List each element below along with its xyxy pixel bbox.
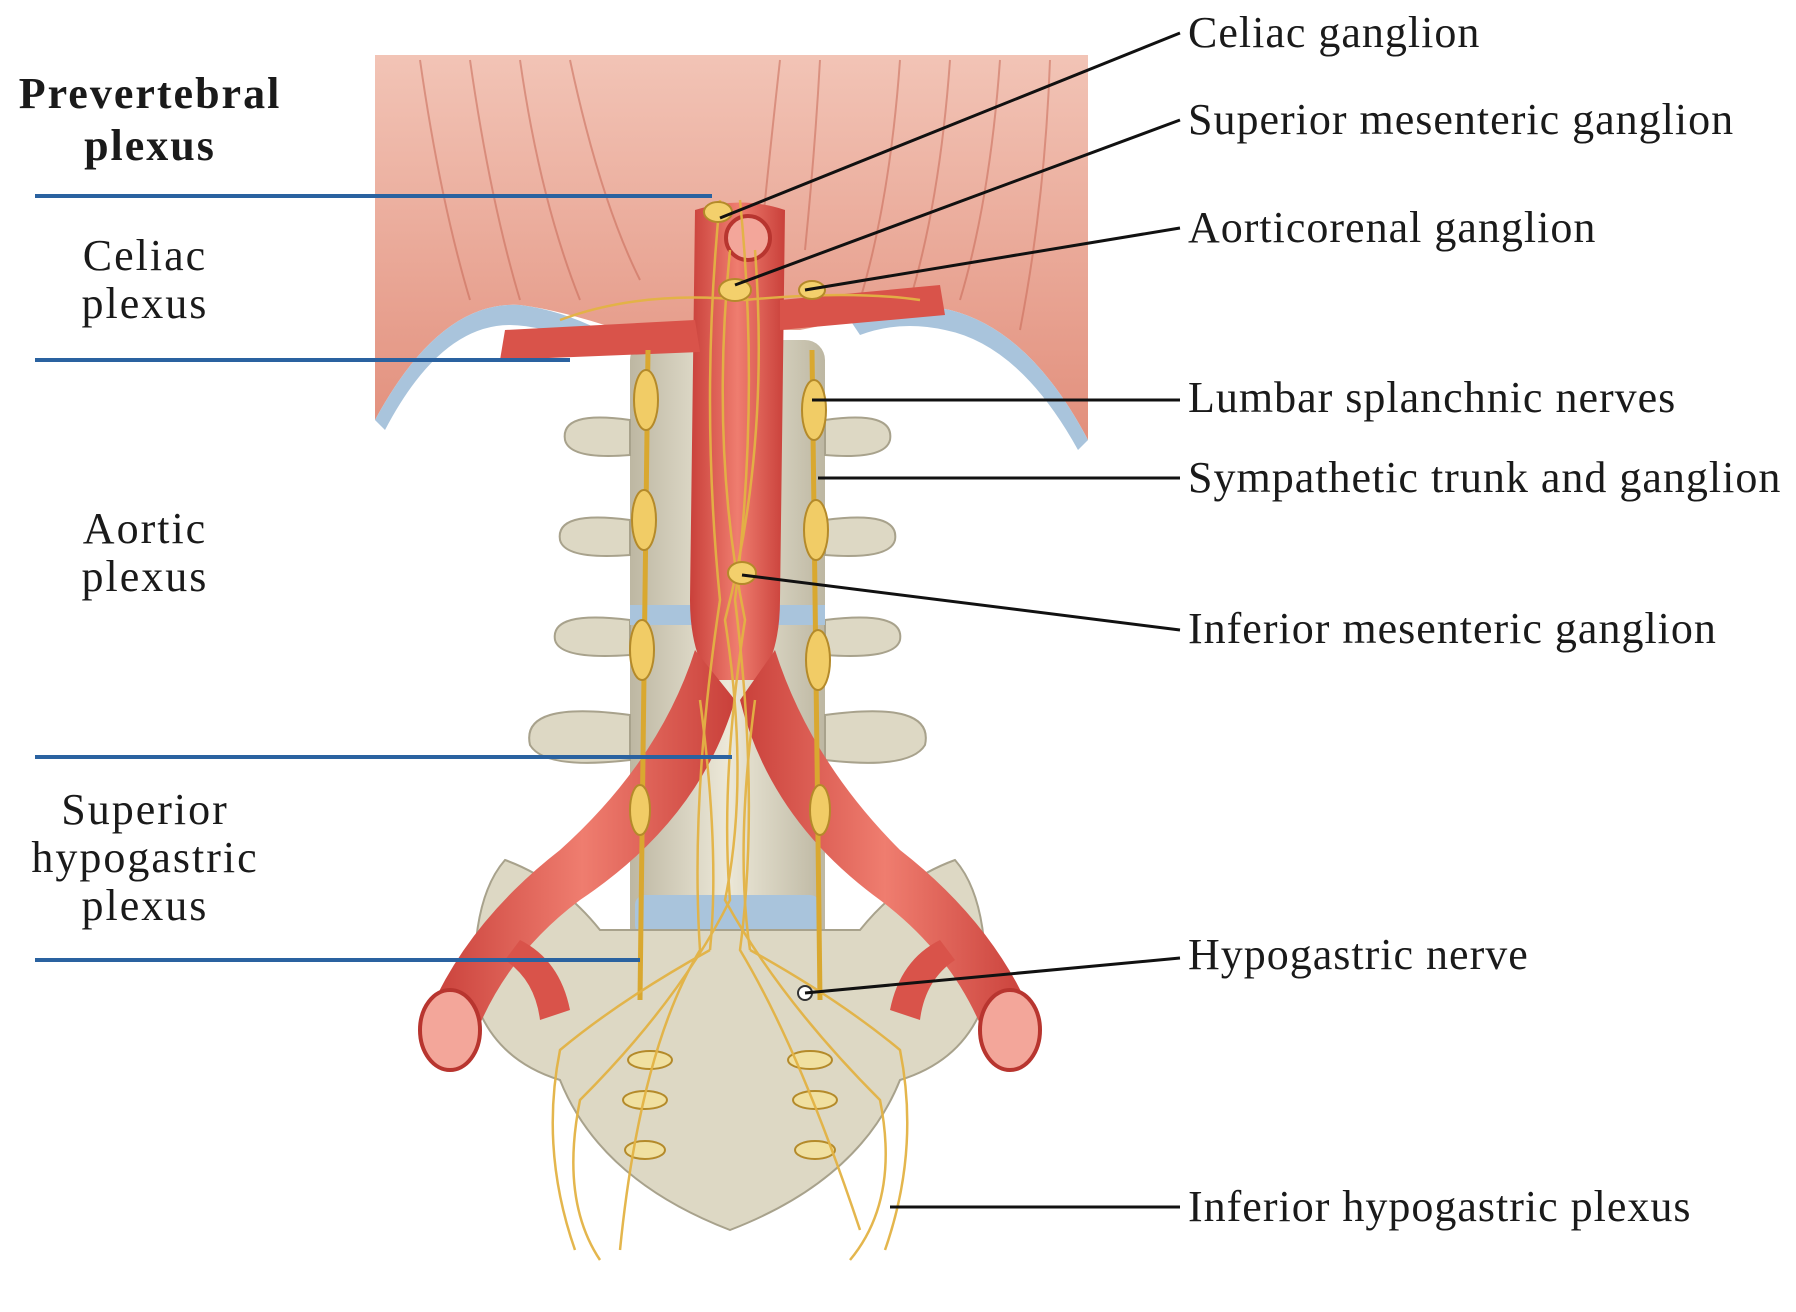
hypogastric-nerve-label: Hypogastric nerve [1188, 930, 1529, 980]
inferior-mesenteric-ganglion-mark [728, 562, 756, 584]
inferior-hypogastric-plexus-label: Inferior hypogastric plexus [1188, 1182, 1692, 1232]
inferior-mesenteric-ganglion-label: Inferior mesenteric ganglion [1188, 604, 1717, 654]
sympathetic-trunk-label: Sympathetic trunk and ganglion [1188, 453, 1781, 503]
superior-mesenteric-ganglion-label: Superior mesenteric ganglion [1188, 95, 1734, 145]
celiac-ganglion-label: Celiac ganglion [1188, 8, 1480, 58]
aorticorenal-ganglion-label: Aorticorenal ganglion [1188, 203, 1596, 253]
lumbar-splanchnic-nerves-label: Lumbar splanchnic nerves [1188, 373, 1676, 423]
celiac-ganglion-mark [704, 202, 732, 222]
